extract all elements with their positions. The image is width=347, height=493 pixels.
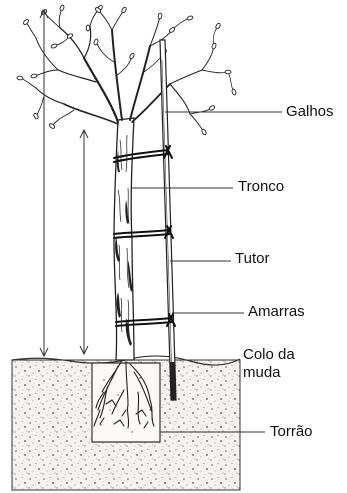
label-colo-line1: Colo da [243,346,295,364]
label-torrao: Torrão [270,423,313,441]
label-tutor: Tutor [235,250,269,268]
label-colo-da-muda: Colo da muda [243,346,295,382]
stake [160,40,176,400]
label-tronco: Tronco [238,178,284,196]
branches [20,8,234,132]
label-galhos: Galhos [286,103,334,121]
height-arrows [40,10,88,356]
label-amarras: Amarras [248,303,305,321]
label-colo-line2: muda [243,364,295,382]
